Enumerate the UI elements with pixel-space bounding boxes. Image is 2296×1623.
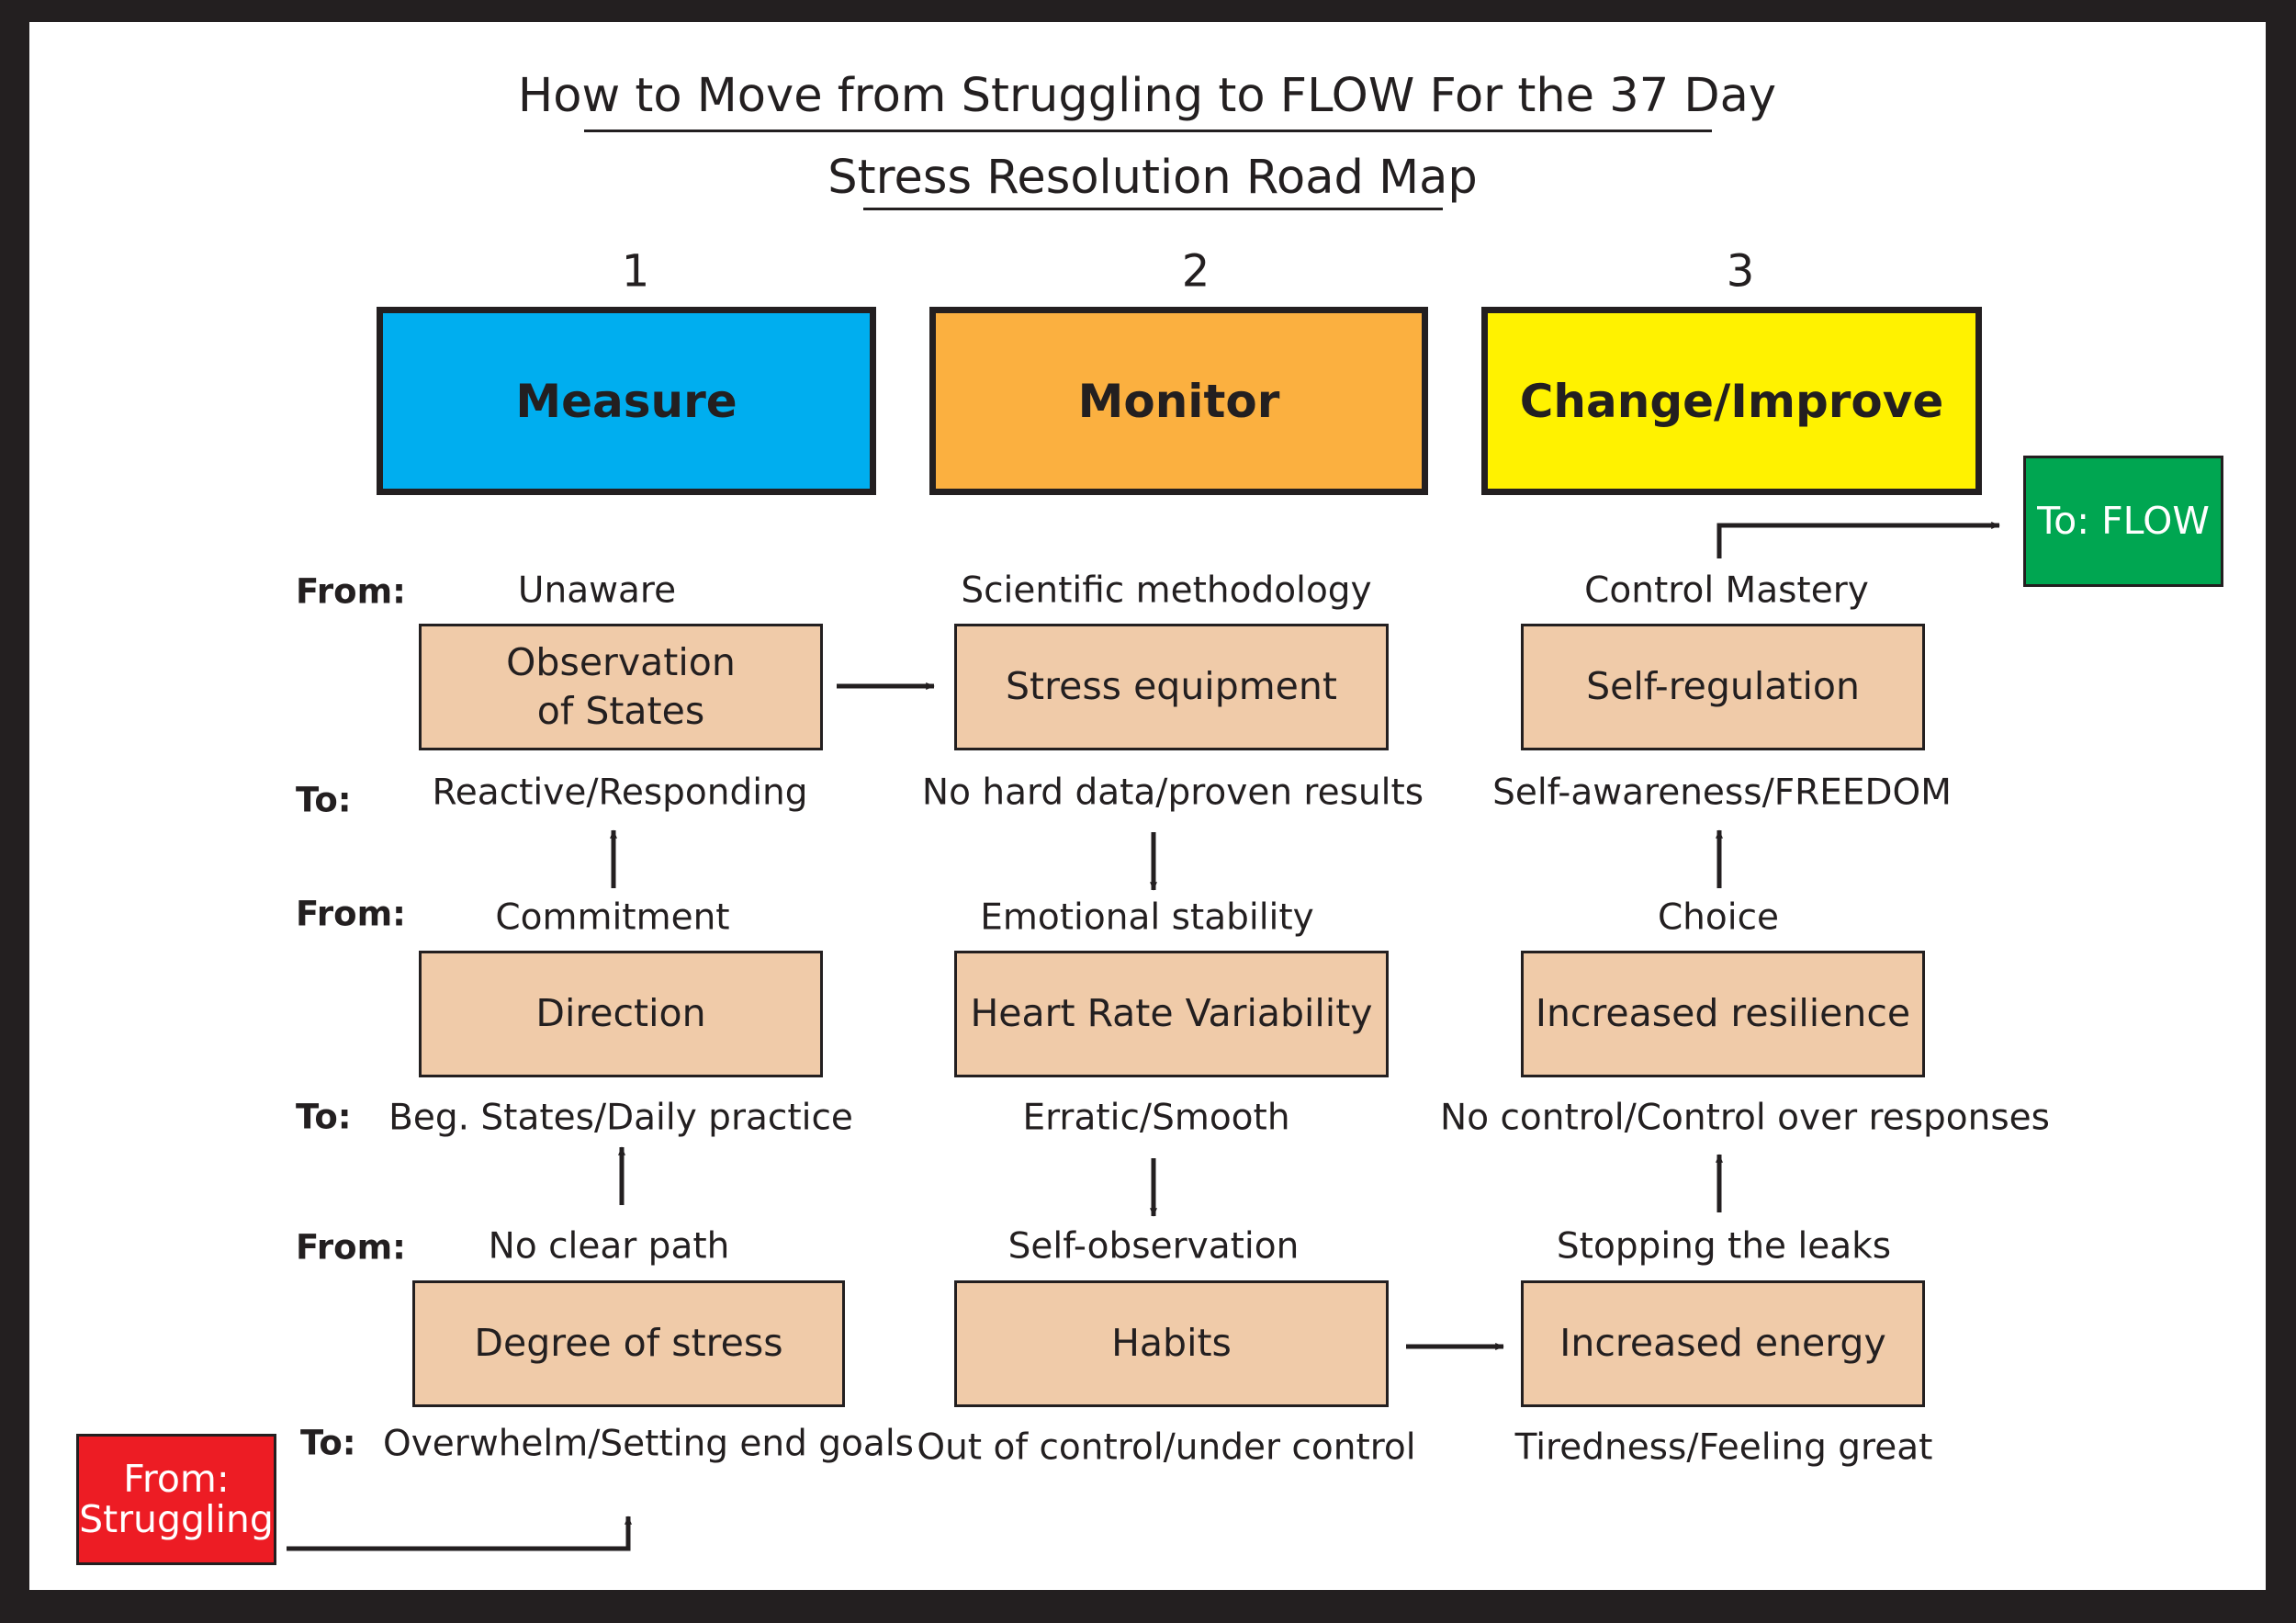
to-state-control-over-responses: No control/Control over responses	[1440, 1097, 2050, 1139]
stage-label-change-improve: Change/Improve	[1519, 374, 1944, 428]
row-label-to-3: To:	[300, 1423, 356, 1463]
end-label: To: FLOW	[2037, 498, 2210, 543]
step-card-observation-of-states: Observation of States	[419, 624, 823, 750]
step-card-self-regulation: Self-regulation	[1521, 624, 1925, 750]
title-underline-2	[863, 208, 1443, 210]
to-state-out-of-control: Out of control/under control	[917, 1426, 1416, 1469]
step-card-label: Stress equipment	[1006, 664, 1337, 709]
from-state-scientific-methodology: Scientific methodology	[961, 569, 1372, 612]
step-card-degree-of-stress: Degree of stress	[412, 1280, 845, 1407]
end-box-flow: To: FLOW	[2023, 456, 2223, 587]
step-card-increased-energy: Increased energy	[1521, 1280, 1925, 1407]
title-line-2: Stress Resolution Road Map	[827, 150, 1478, 205]
title-line-1: How to Move from Struggling to FLOW For …	[517, 68, 1777, 123]
to-state-overwhelm-setting-end-goals: Overwhelm/Setting end goals	[383, 1423, 914, 1465]
to-state-no-hard-data: No hard data/proven results	[921, 772, 1424, 814]
step-card-label: Increased energy	[1559, 1321, 1886, 1366]
title-underline-1	[584, 130, 1712, 132]
to-state-beg-states-daily-practice: Beg. States/Daily practice	[388, 1097, 853, 1139]
row-label-from-3: From:	[296, 1227, 406, 1268]
arrow-self-regulation-to-flow	[1716, 522, 2000, 558]
start-label: From: Struggling	[79, 1457, 274, 1541]
stage-label-measure: Measure	[515, 374, 737, 428]
stage-number-1: 1	[621, 245, 650, 298]
to-state-reactive-responding: Reactive/Responding	[432, 772, 808, 814]
start-box-struggling: From: Struggling	[76, 1434, 276, 1565]
to-state-tiredness-feeling-great: Tiredness/Feeling great	[1514, 1426, 1933, 1469]
stage-number-3: 3	[1726, 245, 1755, 298]
step-card-label: Increased resilience	[1535, 991, 1911, 1036]
stage-label-monitor: Monitor	[1077, 374, 1280, 428]
stage-number-2: 2	[1181, 245, 1210, 298]
from-state-unaware: Unaware	[517, 569, 677, 612]
step-card-label: Self-regulation	[1586, 664, 1860, 709]
step-card-label: Heart Rate Variability	[970, 991, 1373, 1036]
row-label-to-1: To:	[296, 780, 352, 820]
row-label-from-1: From:	[296, 571, 406, 612]
row-label-from-2: From:	[296, 894, 406, 934]
row-label-to-2: To:	[296, 1097, 352, 1137]
from-state-stopping-the-leaks: Stopping the leaks	[1556, 1225, 1892, 1268]
step-card-label: Habits	[1111, 1321, 1232, 1366]
from-state-commitment: Commitment	[495, 896, 730, 939]
arrow-start-to-degree-of-stress	[287, 1516, 632, 1551]
from-state-no-clear-path: No clear path	[488, 1225, 730, 1268]
stage-box-monitor: Monitor	[929, 307, 1428, 495]
step-card-habits: Habits	[954, 1280, 1389, 1407]
to-state-self-awareness-freedom: Self-awareness/FREEDOM	[1492, 772, 1952, 814]
step-card-label: Observation of States	[506, 639, 736, 733]
from-state-control-mastery: Control Mastery	[1584, 569, 1869, 612]
step-card-heart-rate-variability: Heart Rate Variability	[954, 951, 1389, 1077]
from-state-self-observation: Self-observation	[1007, 1225, 1300, 1268]
stage-box-measure: Measure	[377, 307, 876, 495]
to-state-erratic-smooth: Erratic/Smooth	[1022, 1097, 1290, 1139]
step-card-label: Degree of stress	[474, 1321, 783, 1366]
step-card-increased-resilience: Increased resilience	[1521, 951, 1925, 1077]
step-card-direction: Direction	[419, 951, 823, 1077]
stage-box-change-improve: Change/Improve	[1481, 307, 1982, 495]
from-state-emotional-stability: Emotional stability	[980, 896, 1314, 939]
step-card-label: Direction	[535, 991, 706, 1036]
step-card-stress-equipment: Stress equipment	[954, 624, 1389, 750]
from-state-choice: Choice	[1657, 896, 1780, 939]
